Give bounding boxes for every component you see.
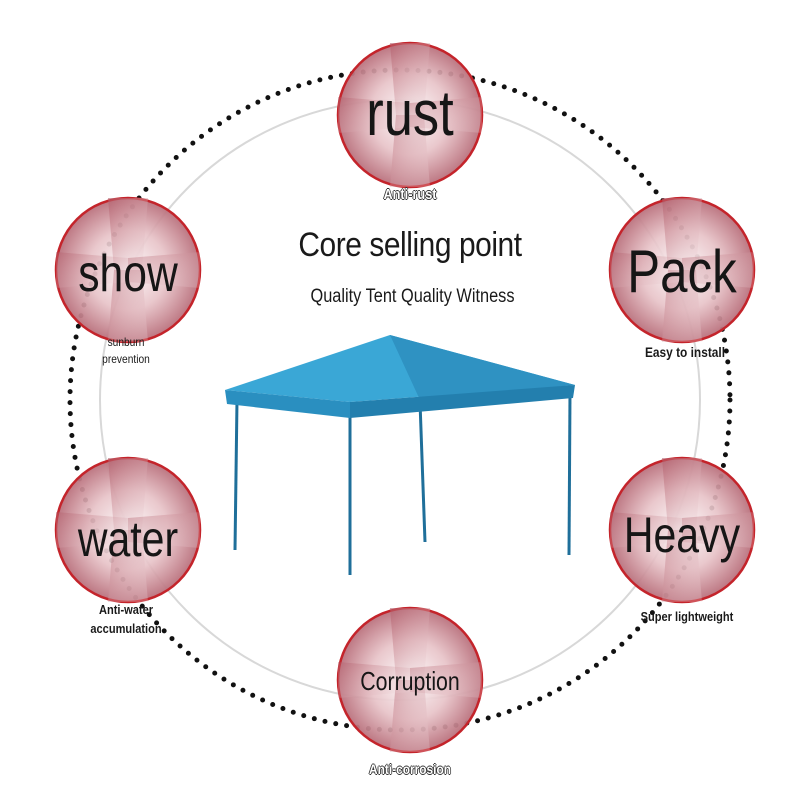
badge-word: water <box>77 511 179 567</box>
badge-caption-line2: accumulation <box>90 621 162 636</box>
badge-caption-line1: sunburn <box>107 335 145 349</box>
badge-caption: Super lightweight <box>640 609 734 624</box>
badge-bg-show <box>54 196 202 344</box>
badge-bg-water <box>54 456 202 604</box>
badge-rust: rust <box>338 43 482 187</box>
badge-bg-heavy <box>608 456 756 604</box>
badge-heavy: Heavy <box>610 458 754 602</box>
badge-caption-line2: prevention <box>102 352 150 366</box>
badge-word: Heavy <box>623 507 741 563</box>
badge-caption: Anti-corrosion <box>369 761 451 777</box>
badge-caption: Easy to install <box>644 344 726 360</box>
badge-word: rust <box>366 77 454 149</box>
badge-word: Corruption <box>360 666 460 696</box>
badge-pack: Pack <box>610 198 754 342</box>
badge-caption: Anti-rust <box>383 186 437 203</box>
badge-corruption: Corruption <box>338 608 482 752</box>
badge-word: Pack <box>627 238 737 305</box>
badge-show: show <box>56 198 200 342</box>
center-title: Core selling point <box>298 226 522 264</box>
badge-word: show <box>78 245 178 303</box>
center-subtitle: Quality Tent Quality Witness <box>310 286 515 307</box>
badge-water: water <box>56 458 200 602</box>
tent-image <box>225 335 575 575</box>
badge-caption-line1: Anti-water <box>98 602 154 617</box>
badge-bg-rust <box>336 41 484 189</box>
badge-bg-pack <box>608 196 756 344</box>
badge-bg-corruption <box>336 606 484 754</box>
